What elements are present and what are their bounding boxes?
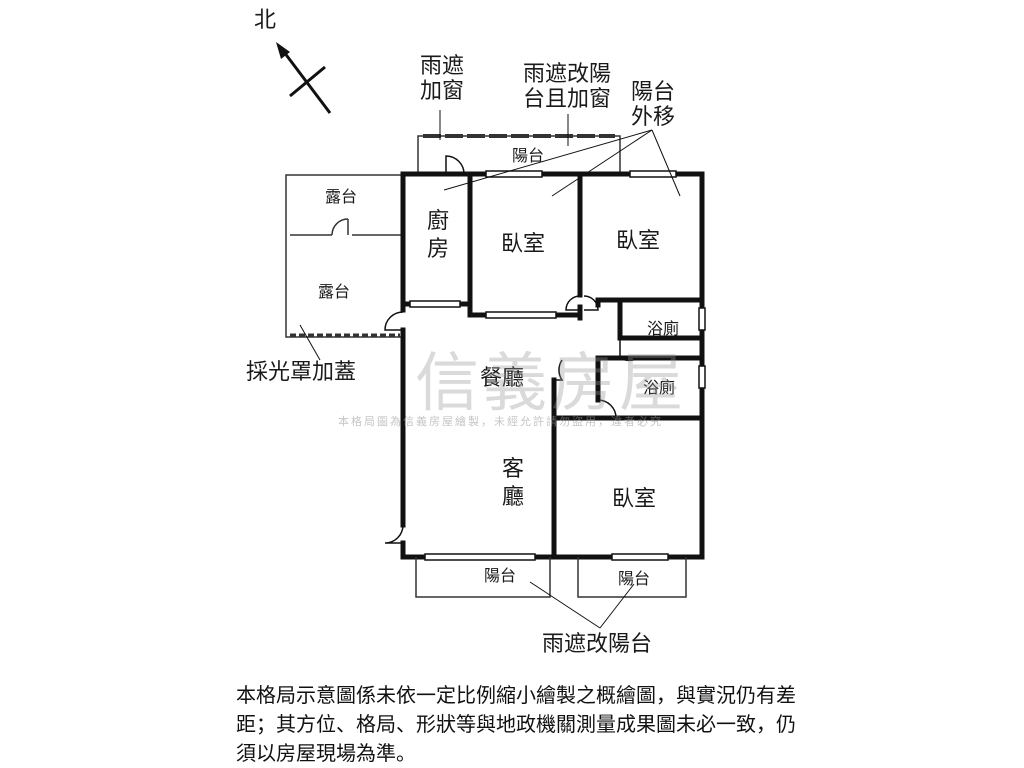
room-terrace-upper: 露台	[325, 187, 358, 206]
disclaimer-text: 本格局示意圖係未依一定比例縮小繪製之概繪圖，與實況仍有差距；其方位、格局、形狀等…	[236, 683, 796, 765]
compass-north-label: 北	[254, 8, 277, 33]
callout-leaders	[299, 110, 681, 629]
balcony-top-outline	[417, 134, 621, 173]
room-bath-upper: 浴廁	[647, 319, 680, 338]
terrace-outline	[285, 174, 403, 338]
room-bedroom-top-right: 臥室	[616, 229, 661, 254]
windows	[409, 170, 706, 561]
room-bedroom-bottom: 臥室	[612, 487, 657, 512]
callout-canopy-window: 雨遮加窗	[419, 54, 464, 105]
room-balcony-top: 陽台	[512, 146, 545, 165]
callout-canopy-to-balcony: 雨遮改陽台	[542, 632, 653, 657]
room-dining: 餐廳	[480, 366, 525, 391]
door-swings	[384, 155, 639, 544]
watermark-notice: 本格局圖為信義房屋繪製，未經允許請勿盜用，違者必究	[338, 415, 663, 428]
callout-balcony-moved-out: 陽台外移	[630, 80, 675, 131]
room-balcony-bottom-left: 陽台	[484, 566, 517, 585]
watermark-brand: 信義房屋	[415, 347, 687, 421]
balcony-bottom-outline	[415, 557, 687, 598]
room-terrace-lower: 露台	[318, 282, 351, 301]
room-balcony-bottom-right: 陽台	[618, 569, 651, 588]
compass-arrow	[276, 42, 332, 114]
room-bath-lower: 浴廁	[643, 378, 676, 397]
room-kitchen: 廚房	[426, 209, 449, 262]
room-bedroom-top-left: 臥室	[501, 232, 546, 257]
callout-canopy-balcony-window: 雨遮改陽台且加窗	[522, 62, 611, 113]
room-living: 客廳	[501, 457, 524, 510]
callout-skylight-cover: 採光罩加蓋	[246, 360, 357, 385]
